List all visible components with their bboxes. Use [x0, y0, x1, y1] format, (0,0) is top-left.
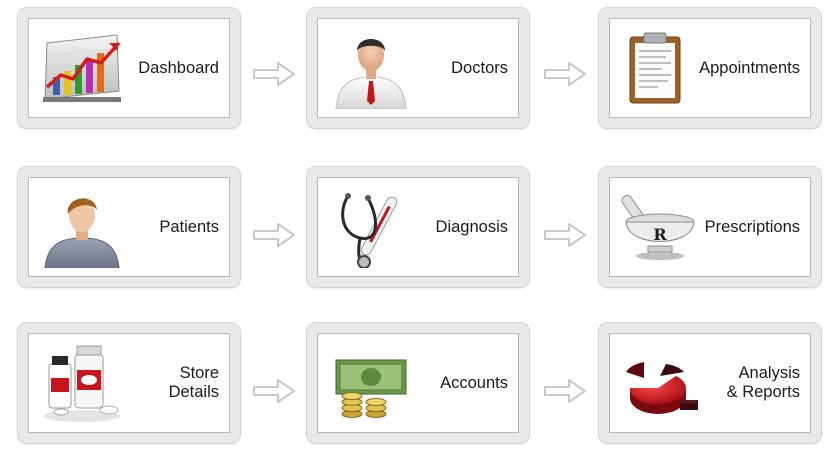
module-label-text: Appointments	[699, 58, 800, 77]
clipboard-icon	[620, 29, 690, 109]
module-label: Analysis & Reports	[727, 334, 800, 432]
module-tile-inner: Store Details	[28, 333, 230, 433]
money-coins-icon	[328, 344, 414, 424]
module-label-text: Dashboard	[138, 58, 219, 77]
module-tile-inner: Dashboard	[28, 18, 230, 118]
module-label: Store Details	[169, 334, 219, 432]
module-tile-appointments[interactable]: Appointments	[598, 7, 822, 129]
arrow-right-icon	[252, 378, 296, 404]
module-tile-patients[interactable]: Patients	[17, 166, 241, 288]
module-label-line2: & Reports	[726, 383, 800, 401]
module-label-text: Prescriptions	[704, 217, 800, 236]
module-tile-prescriptions[interactable]: R Prescriptions	[598, 166, 822, 288]
module-tile-diagnosis[interactable]: Diagnosis	[306, 166, 530, 288]
module-label-text: Diagnosis	[435, 217, 508, 236]
medicine-bottles-icon	[39, 344, 125, 424]
module-label-text: Doctors	[451, 58, 508, 77]
bar-chart-icon	[39, 29, 125, 109]
doctor-icon	[328, 29, 414, 109]
module-tile-inner: Analysis & Reports	[609, 333, 811, 433]
module-label-line2: Details	[168, 383, 219, 401]
module-label: Doctors	[451, 19, 508, 117]
module-tile-inner: Diagnosis	[317, 177, 519, 277]
module-tile-analysis-reports[interactable]: Analysis & Reports	[598, 322, 822, 444]
module-label-text: Accounts	[440, 373, 508, 392]
mortar-pestle-rx-icon: R	[620, 188, 700, 268]
stethoscope-icon	[328, 188, 414, 268]
arrow-right-icon	[543, 222, 587, 248]
module-label-line1: Store	[179, 364, 219, 382]
module-tile-doctors[interactable]: Doctors	[306, 7, 530, 129]
arrow-right-icon	[543, 378, 587, 404]
module-tile-accounts[interactable]: Accounts	[306, 322, 530, 444]
pie-chart-icon	[620, 344, 706, 424]
module-label: Appointments	[699, 19, 800, 117]
module-tile-inner: R Prescriptions	[609, 177, 811, 277]
module-label: Accounts	[440, 334, 508, 432]
module-label: Diagnosis	[436, 178, 508, 276]
module-tile-inner: Appointments	[609, 18, 811, 118]
module-tile-inner: Accounts	[317, 333, 519, 433]
module-tile-dashboard[interactable]: Dashboard	[17, 7, 241, 129]
arrow-right-icon	[543, 61, 587, 87]
module-label: Dashboard	[138, 19, 219, 117]
patient-icon	[39, 188, 125, 268]
module-tile-inner: Patients	[28, 177, 230, 277]
module-label: Prescriptions	[705, 178, 800, 276]
arrow-right-icon	[252, 61, 296, 87]
arrow-right-icon	[252, 222, 296, 248]
module-tile-store-details[interactable]: Store Details	[17, 322, 241, 444]
module-label: Patients	[159, 178, 219, 276]
module-label-text: Patients	[159, 217, 219, 236]
svg-text:R: R	[653, 225, 667, 244]
module-label-line1: Analysis	[738, 364, 800, 382]
module-tile-inner: Doctors	[317, 18, 519, 118]
